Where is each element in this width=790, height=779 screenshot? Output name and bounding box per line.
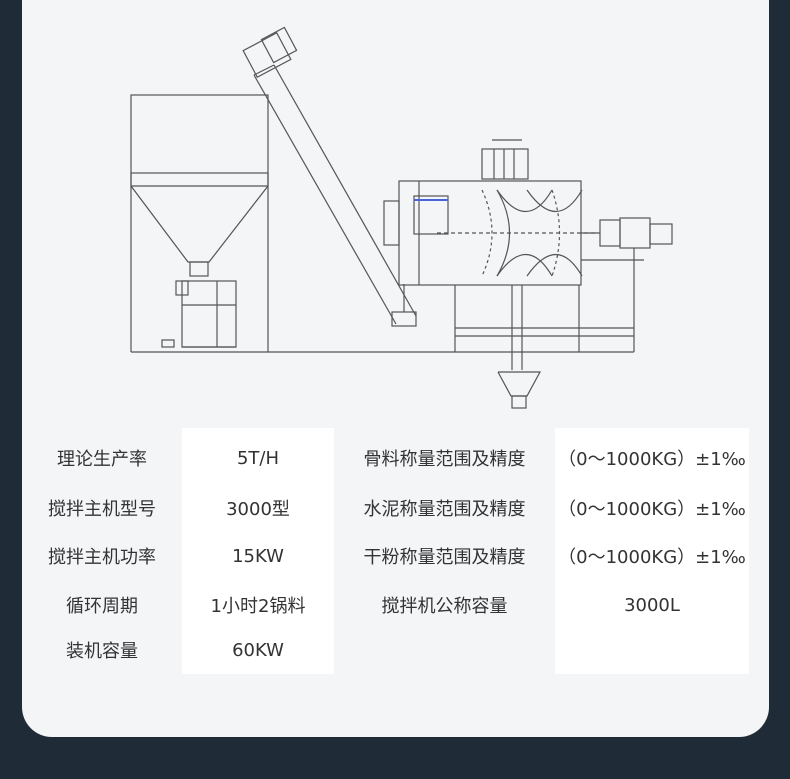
silo (130, 94, 269, 352)
spec-value: 3000型 (226, 499, 290, 520)
screw-conveyor (242, 26, 417, 327)
spec-label: 搅拌主机功率 (48, 547, 156, 568)
spec-value: （0～1000KG）±1‰ (558, 449, 746, 470)
spec-label: 水泥称量范围及精度 (363, 499, 526, 520)
spec-label: 搅拌机公称容量 (381, 596, 508, 617)
spec-value: （0～1000KG）±1‰ (558, 499, 746, 520)
value-column-bg (182, 428, 334, 674)
spec-value: 15KW (232, 545, 284, 567)
spec-label: 理论生产率 (57, 449, 147, 470)
spec-table: 理论生产率 5T/H 搅拌主机型号 3000型 搅拌主机功率 15KW 循环周期… (22, 428, 769, 678)
spec-label: 干粉称量范围及精度 (363, 547, 526, 568)
spec-value: （0～1000KG）±1‰ (558, 547, 746, 568)
spec-label: 循环周期 (66, 596, 138, 617)
ribbon-mixer (383, 139, 673, 409)
content-card: 理论生产率 5T/H 搅拌主机型号 3000型 搅拌主机功率 15KW 循环周期… (22, 0, 769, 737)
spec-value: 1小时2锅料 (210, 596, 306, 617)
spec-value: 5T/H (236, 447, 280, 469)
spec-label: 搅拌主机型号 (48, 499, 156, 520)
spec-label: 装机容量 (66, 641, 138, 662)
spec-label: 骨料称量范围及精度 (363, 449, 526, 470)
mixer-plant-drawing (130, 26, 673, 409)
spec-value: 3000L (624, 594, 680, 616)
spec-value: 60KW (232, 639, 284, 661)
value-column-bg (555, 428, 749, 674)
